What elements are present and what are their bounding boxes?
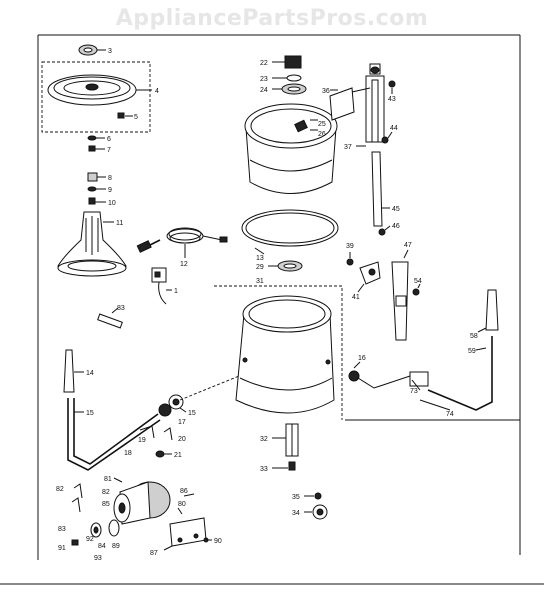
callout-11: 11 [116,220,123,227]
callout-21: 21 [174,452,182,459]
callout-84: 84 [98,543,106,550]
parts-22-23-24: 22 23 24 [260,55,307,95]
callout-22: 22 [260,60,268,67]
switch-part-1: 1 [151,267,178,305]
screw-part-5: 5 [117,112,138,121]
callout-89: 89 [112,543,120,550]
agitator-cap-part-4: 4 [47,74,159,106]
callout-25: 25 [318,121,326,128]
parts-34-35: 35 34 [292,492,328,520]
callout-87: 87 [150,550,158,557]
callout-73: 73 [410,388,418,395]
frame-lines [0,34,544,585]
callout-45: 45 [392,206,400,213]
callout-24: 24 [260,87,268,94]
parts-8-9-10: 8 9 10 [87,172,116,207]
callout-41: 41 [352,294,360,301]
washer-parts-6-7: 6 7 [87,135,111,154]
callout-1: 1 [174,288,178,295]
linkage-parts-16-73-74: 16 73 74 [348,355,454,418]
callout-34: 34 [292,510,300,517]
callout-90: 90 [214,538,222,545]
callout-82: 82 [56,486,64,493]
callout-4: 4 [155,88,159,95]
callout-91: 91 [58,545,66,552]
callout-29: 29 [256,264,264,271]
callout-74: 74 [446,411,454,418]
callout-81: 81 [104,476,112,483]
callout-31: 31 [256,278,264,285]
inner-tub-box [214,285,343,420]
callout-18: 18 [124,450,132,457]
callout-15b: 15 [188,410,196,417]
callout-15: 15 [86,410,94,417]
callout-83: 83 [117,305,125,312]
callout-59: 59 [468,348,476,355]
callout-33: 33 [260,466,268,473]
callout-23: 23 [260,76,268,83]
seal-part-29: 29 [256,260,303,272]
callout-16: 16 [358,355,366,362]
callout-9: 9 [108,187,112,194]
callout-86: 86 [180,488,188,495]
callout-26: 26 [318,131,326,138]
parts-39-41-47-54: 39 41 47 54 [346,242,422,341]
pump-parts-16-21: 15 17 19 18 20 21 [124,373,245,459]
callout-36: 36 [322,88,330,95]
callout-32: 32 [260,436,268,443]
callout-44: 44 [390,125,398,132]
callout-12: 12 [180,261,188,268]
motor-assembly-parts: 81 82 82 85 83 84 89 91 92 93 [56,476,222,562]
callout-5: 5 [134,114,138,121]
callout-39: 39 [346,243,354,250]
callout-19: 19 [138,437,146,444]
callout-7: 7 [107,147,111,154]
agitator-part-11: 11 [57,211,127,277]
callout-47: 47 [404,242,412,249]
callout-43: 43 [388,96,396,103]
callout-58: 58 [470,333,478,340]
callout-93: 93 [94,555,102,562]
shaft-parts-32-33: 32 33 [260,423,299,473]
callout-37: 37 [344,144,352,151]
callout-54: 54 [414,278,422,285]
callout-46: 46 [392,223,400,230]
seal-part-3: 3 [78,44,112,56]
hose-parts-58-59: 58 59 [427,289,499,411]
callout-35: 35 [292,494,300,501]
right-rod-parts: 36 43 44 37 45 46 [322,63,400,236]
pin-part-83: 83 [97,305,125,329]
callout-14: 14 [86,370,94,377]
callout-83b: 83 [58,526,66,533]
callout-82b: 82 [102,489,110,496]
callout-3: 3 [108,48,112,55]
callout-8: 8 [108,175,112,182]
callout-20: 20 [178,436,186,443]
callout-80: 80 [178,501,186,508]
watermark: AppliancePartsPros.com [115,6,429,31]
inner-tub-part-31 [235,295,335,414]
callout-85: 85 [102,501,110,508]
callout-13: 13 [256,255,264,262]
tub-ring-part-13: 13 [241,209,339,262]
callout-10: 10 [108,200,116,207]
cord-part-12: 12 [136,227,228,268]
outer-tub-upper: 25 26 [244,103,338,194]
callout-92: 92 [86,536,94,543]
agitator-cap-box [41,61,151,133]
callout-6: 6 [107,136,111,143]
hose-parts-14-15: 14 15 [63,349,161,471]
callout-17: 17 [178,419,186,426]
